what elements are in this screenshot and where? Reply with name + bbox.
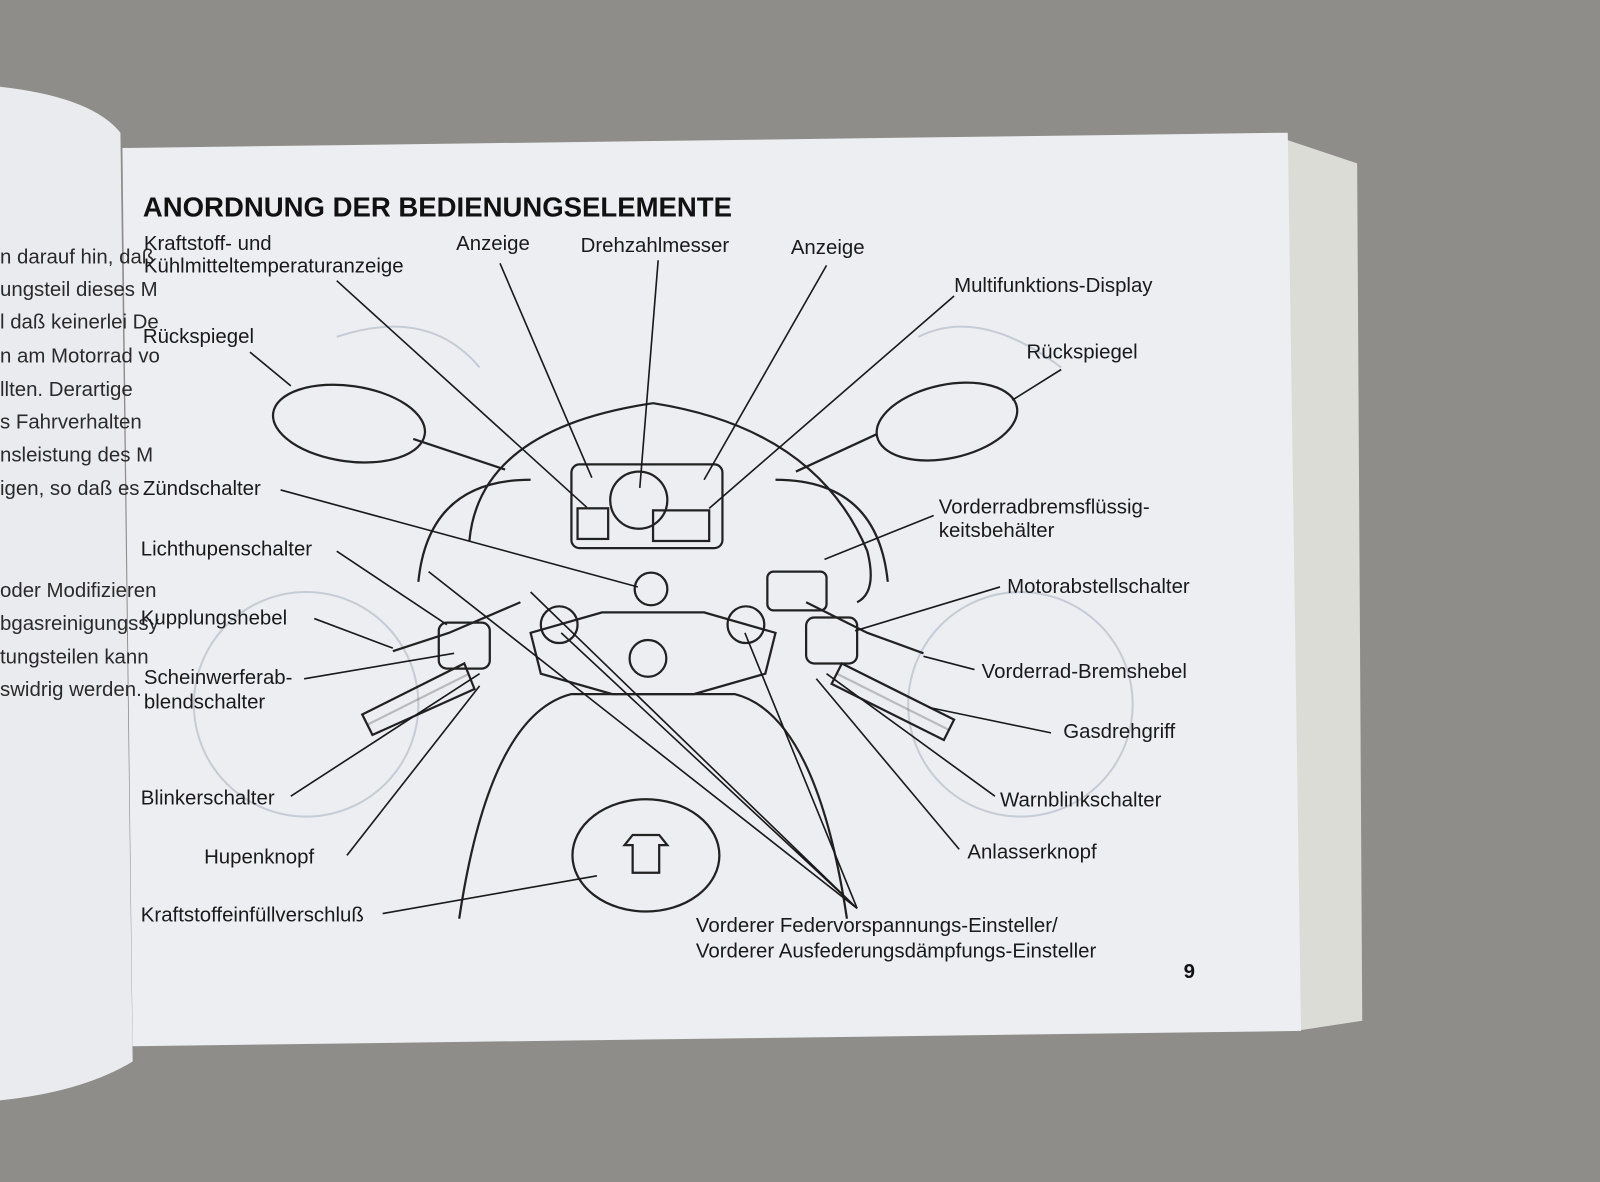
label-suspension: Vorderer Federvorspannungs-Einsteller/	[696, 915, 1058, 937]
label-fuel-temp-gauge: Kühlmitteltemperaturanzeige	[144, 256, 404, 278]
label-turn-signal: Blinkerschalter	[141, 787, 275, 809]
label-brake-fluid: Vorderradbremsflüssig-	[939, 496, 1150, 518]
left-text-line: s Fahrverhalten	[0, 412, 142, 434]
left-text-line: nsleistung des M	[0, 444, 153, 466]
left-text-line: ungsteil dieses M	[0, 279, 158, 301]
label-front-brake: Vorderrad-Bremshebel	[982, 661, 1187, 683]
label-starter: Anlasserknopf	[967, 841, 1097, 863]
left-text-line: tungsteilen kann	[0, 646, 149, 668]
label-dimmer: blendschalter	[144, 691, 266, 713]
page-edges	[1280, 137, 1363, 1031]
left-text-line: oder Modifizieren	[0, 580, 157, 602]
label-brake-fluid: keitsbehälter	[939, 520, 1055, 542]
label-passing-switch: Lichthupenschalter	[141, 538, 312, 560]
label-mirror-right: Rückspiegel	[1027, 341, 1138, 363]
label-throttle: Gasdrehgriff	[1063, 721, 1175, 743]
label-fuel-temp-gauge: Kraftstoff- und	[144, 233, 272, 255]
left-page-text: n darauf hin, daß ungsteil dieses M l da…	[0, 246, 160, 701]
left-text-line: swidrig werden.	[0, 679, 142, 701]
label-hazard: Warnblinkschalter	[1000, 789, 1162, 811]
leader-lines	[249, 260, 1062, 915]
page-number: 9	[1184, 961, 1195, 983]
label-ignition: Zündschalter	[143, 478, 261, 500]
left-text-line: l daß keinerlei De	[0, 312, 159, 334]
right-mirror	[875, 381, 1019, 462]
ignition-switch	[633, 571, 669, 607]
left-text-line: llten. Derartige	[0, 379, 133, 401]
left-mirror	[271, 383, 427, 464]
fuel-cap	[571, 798, 721, 913]
left-text-line: igen, so daß es	[0, 478, 140, 500]
label-multi-display: Multifunktions-Display	[954, 275, 1153, 297]
right-page	[122, 132, 1302, 1047]
label-tachometer: Drehzahlmesser	[581, 235, 730, 257]
label-dimmer: Scheinwerferab-	[144, 667, 293, 689]
label-horn: Hupenknopf	[204, 847, 314, 869]
left-page	[0, 86, 133, 1101]
label-indicator-left: Anzeige	[456, 233, 530, 255]
left-text-line: n darauf hin, daß	[0, 246, 154, 268]
left-text-line: bgasreinigungssy	[0, 613, 160, 635]
label-clutch: Kupplungshebel	[141, 608, 287, 630]
label-mirror-left: Rückspiegel	[143, 326, 254, 348]
label-engine-stop: Motorabstellschalter	[1007, 576, 1190, 598]
instrument-cluster	[570, 463, 724, 550]
label-indicator-right: Anzeige	[791, 237, 865, 259]
label-suspension: Vorderer Ausfederungsdämpfungs-Einstelle…	[696, 940, 1097, 962]
label-fuel-cap: Kraftstoffeinfüllverschluß	[141, 905, 364, 927]
left-text-line: n am Motorrad vo	[0, 345, 160, 367]
show-through-ghost	[192, 325, 1134, 818]
page-title: ANORDNUNG DER BEDIENUNGSELEMENTE	[143, 191, 732, 222]
cockpit-illustration	[271, 381, 1019, 919]
